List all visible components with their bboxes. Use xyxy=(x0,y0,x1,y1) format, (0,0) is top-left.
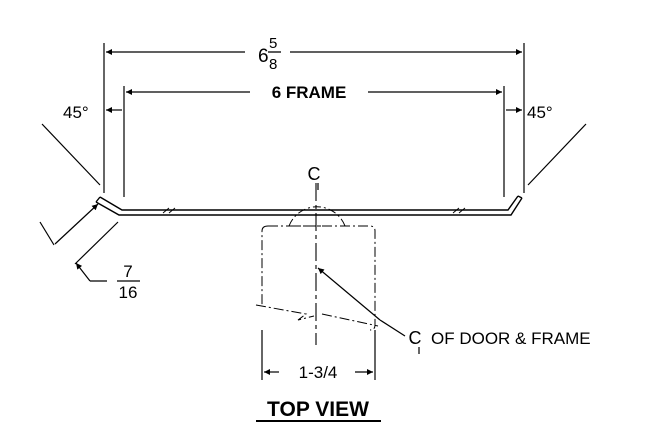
frame-profile-end-left xyxy=(95,196,101,203)
centerline: C xyxy=(308,164,321,345)
return-numerator: 7 xyxy=(123,262,132,281)
door-phantom xyxy=(255,206,379,331)
door-break-line-right xyxy=(321,313,379,327)
door-break-line-left xyxy=(255,304,315,321)
angle-extension-right xyxy=(527,123,587,186)
overall-width-denominator: 8 xyxy=(269,56,277,73)
return-extension-upper xyxy=(39,221,55,246)
angle-label-right: 45° xyxy=(527,103,553,122)
return-dimension-line-upper xyxy=(54,203,99,245)
return-extension-lower xyxy=(74,221,119,265)
centerline-note-text: OF DOOR & FRAME xyxy=(431,329,591,348)
angle-label-left: 45° xyxy=(63,103,89,122)
centerline-leader-diagonal xyxy=(317,267,381,321)
frame-profile-inner xyxy=(99,195,519,211)
centerline-symbol-note: C xyxy=(409,328,422,348)
centerline-note: C OF DOOR & FRAME xyxy=(317,267,591,354)
frame-mark-4 xyxy=(458,207,466,214)
door-thickness-label: 1-3/4 xyxy=(299,363,338,382)
overall-width-numerator: 5 xyxy=(269,35,277,52)
frame-width-dimension: 6 FRAME xyxy=(123,83,505,197)
return-leader xyxy=(75,262,91,282)
door-thickness-dimension: 1-3/4 xyxy=(261,330,376,382)
angle-extension-left xyxy=(41,123,101,186)
overall-width-dimension: 6 5 8 xyxy=(103,35,525,193)
return-dimension: 7 16 xyxy=(39,203,140,302)
view-title: TOP VIEW xyxy=(267,398,369,421)
frame-profile xyxy=(95,195,523,216)
door-outline-right xyxy=(268,225,376,331)
frame-profile-end-right xyxy=(517,195,523,199)
overall-width-whole: 6 xyxy=(258,46,269,67)
door-hinge-arc xyxy=(288,206,346,227)
frame-mark-2 xyxy=(168,207,176,214)
centerline-leader-tail xyxy=(379,319,406,337)
frame-label: 6 FRAME xyxy=(272,83,347,102)
frame-mark-1 xyxy=(162,207,170,214)
angle-dimension-left: 45° xyxy=(41,103,122,186)
angle-dimension-right: 45° xyxy=(506,103,587,186)
centerline-symbol-top: C xyxy=(308,164,321,184)
return-denominator: 16 xyxy=(119,283,138,302)
frame-mark-3 xyxy=(452,207,460,214)
door-outline-left xyxy=(261,225,269,305)
frame-profile-outer xyxy=(95,197,523,216)
